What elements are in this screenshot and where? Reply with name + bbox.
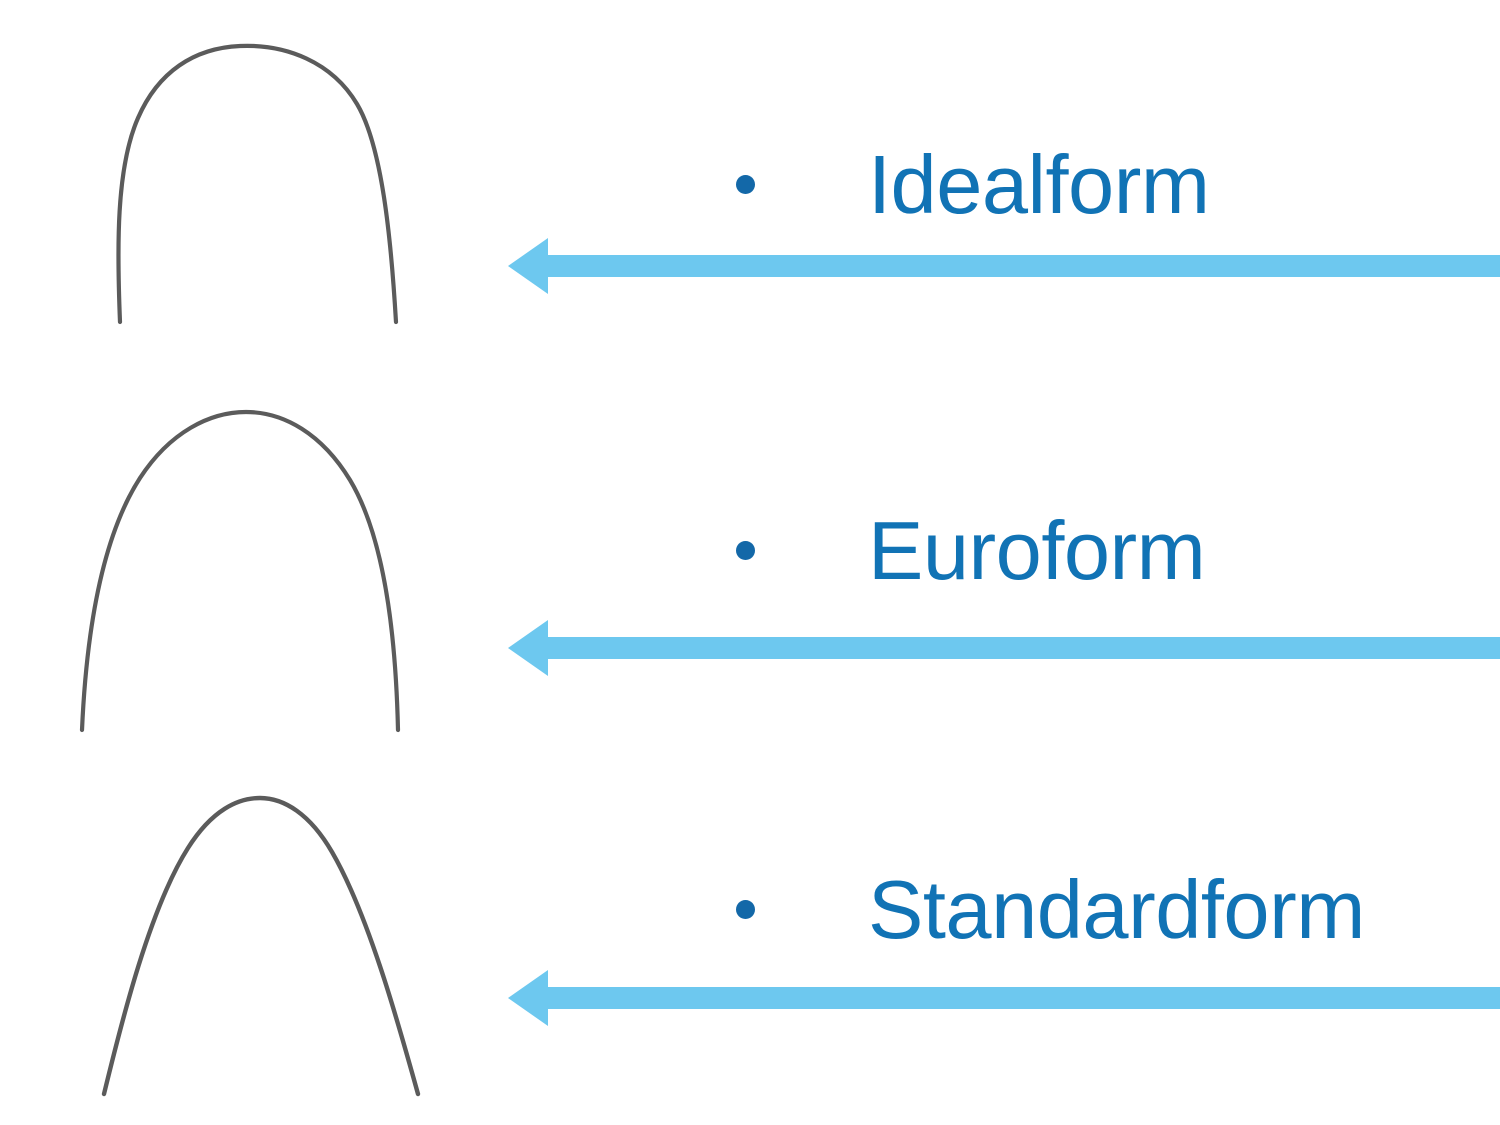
archwire-idealform-drawing — [116, 43, 399, 325]
bullet-dot-icon — [736, 175, 755, 194]
left-arrow-euroform-shape — [508, 620, 1500, 676]
archwire-euroform-drawing — [79, 409, 401, 733]
left-arrow-standardform — [508, 970, 1500, 1026]
bullet-item-euroform: Euroform — [736, 504, 1206, 597]
bullet-label-idealform: Idealform — [868, 138, 1210, 231]
bullet-dot-icon — [736, 900, 755, 919]
bullet-item-standardform: Standardform — [736, 868, 1365, 951]
left-arrow-euroform — [508, 620, 1500, 676]
left-arrow-idealform-shape — [508, 238, 1500, 294]
bullet-label-standardform: Standardform — [868, 863, 1365, 956]
archwire-standardform-drawing — [101, 795, 421, 1097]
archwire-idealform — [60, 18, 480, 338]
bullet-label-euroform: Euroform — [868, 504, 1206, 597]
left-arrow-idealform — [508, 238, 1500, 294]
bullet-dot-icon — [736, 541, 755, 560]
bullet-item-idealform: Idealform — [736, 138, 1210, 231]
archwire-standardform — [60, 782, 480, 1107]
archwire-euroform — [60, 400, 480, 740]
left-arrow-standardform-shape — [508, 970, 1500, 1026]
